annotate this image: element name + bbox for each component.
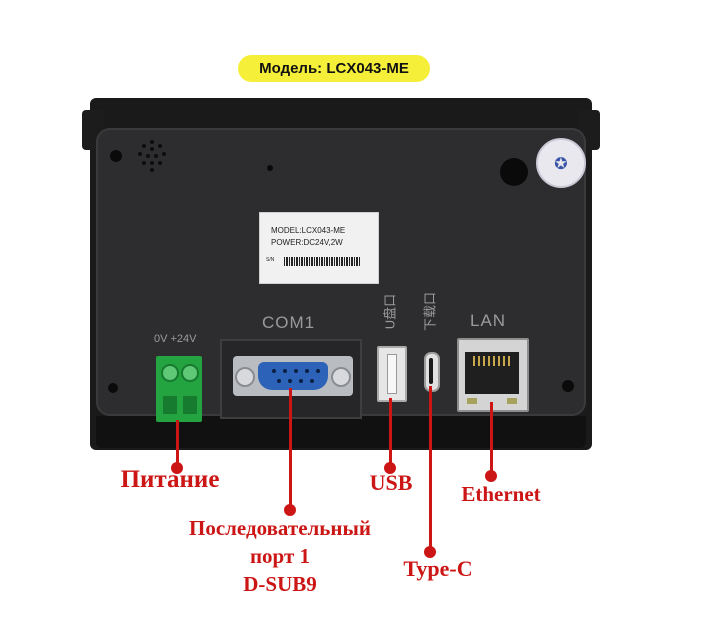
mount-hole-bottom-right <box>562 380 574 392</box>
com-port-label: COM1 <box>262 313 316 332</box>
callout-serial-line2: порт 1 <box>249 544 311 568</box>
typec-port <box>424 352 440 392</box>
callout-dot-usb <box>384 462 396 474</box>
mount-hole-right <box>500 158 528 186</box>
mount-hole-bottom-left <box>108 383 118 393</box>
callout-line-typec <box>429 386 432 552</box>
callout-line-usb <box>389 398 392 468</box>
callout-serial-line1: Последовательный <box>189 516 371 540</box>
dsub-screw <box>331 367 351 387</box>
callout-line-serial <box>289 388 292 510</box>
mount-hole-left <box>110 150 122 162</box>
typec-port-label: 下载口 <box>422 292 438 332</box>
callout-dot-typec <box>424 546 436 558</box>
barcode <box>284 257 360 266</box>
power-terminal <box>156 356 202 422</box>
callout-power: Питание <box>120 466 220 493</box>
lan-port-label: LAN <box>470 311 507 330</box>
callout-line-ethernet <box>490 402 493 476</box>
power-terminal-label: 0V +24V <box>154 333 197 345</box>
callout-line-power <box>176 420 179 468</box>
speaker-grille-icon <box>136 140 168 172</box>
callout-ethernet: Ethernet <box>461 482 541 506</box>
callout-serial: Последовательный порт 1 D-SUB9 <box>160 514 400 598</box>
ethernet-port <box>457 338 529 412</box>
terminal-screw <box>181 364 199 382</box>
dsub9-shell <box>258 362 328 390</box>
dsub-screw <box>235 367 255 387</box>
callout-dot-power <box>171 462 183 474</box>
certification-sticker-icon: ✪ <box>536 138 586 188</box>
callout-usb: USB <box>369 470 413 495</box>
callout-serial-line3: D-SUB9 <box>243 572 317 596</box>
usb-port <box>377 346 407 402</box>
device-label: MODEL:LCX043-ME POWER:DC24V,2W S/N <box>259 212 379 284</box>
microphone-hole <box>267 165 273 171</box>
device-label-sn: S/N <box>266 257 275 263</box>
callout-dot-serial <box>284 504 296 516</box>
callout-typec: Type-C <box>403 556 473 581</box>
terminal-screw <box>161 364 179 382</box>
callout-dot-ethernet <box>485 470 497 482</box>
usb-port-label: U盘口 <box>382 293 398 330</box>
terminal-slot <box>183 396 197 414</box>
device-label-model: MODEL:LCX043-ME <box>271 226 346 235</box>
model-badge: Модель: LCX043-ME <box>238 55 430 82</box>
device-label-power: POWER:DC24V,2W <box>271 238 343 247</box>
terminal-slot <box>163 396 177 414</box>
